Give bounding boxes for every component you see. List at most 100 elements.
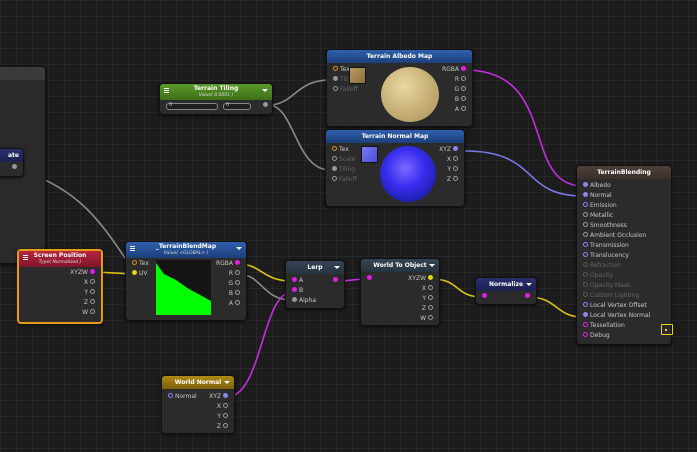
port-dot[interactable] [453, 146, 458, 151]
input-debug[interactable]: Debug [581, 332, 610, 340]
port-dot[interactable] [583, 322, 588, 327]
port-dot[interactable] [583, 192, 588, 197]
port-dot[interactable] [461, 86, 466, 91]
input-ambient-occlusion[interactable]: Ambient Occlusion [581, 232, 646, 240]
output-y[interactable]: Y [217, 413, 230, 421]
port-dot[interactable] [453, 166, 458, 171]
input-tessellation[interactable]: Tessellation [581, 322, 625, 330]
terrain-blend-map-node[interactable]: _TerrainBlendMap Value( <GLOBAL> ) Tex U… [125, 241, 247, 321]
input-alpha[interactable]: Alpha [290, 297, 316, 305]
port-dot[interactable] [482, 293, 487, 298]
output-y[interactable]: Y [447, 166, 460, 174]
port-dot[interactable] [583, 212, 588, 217]
partial-node[interactable]: ate [0, 148, 24, 177]
world-normal-node[interactable]: World Normal Normal XYZ X Y Z [161, 375, 235, 434]
input-local-vertex-normal[interactable]: Local Vertex Normal [581, 312, 650, 320]
input-tex[interactable]: Tex [330, 146, 349, 154]
port-dot[interactable] [583, 242, 588, 247]
texture-swatch[interactable] [349, 67, 366, 84]
port-dot[interactable] [90, 299, 95, 304]
input-falloff[interactable]: Falloff [330, 176, 357, 184]
output-xyz[interactable]: XYZ [439, 146, 460, 154]
chevron-down-icon[interactable] [262, 89, 268, 92]
output-x[interactable]: X [447, 156, 460, 164]
output-x[interactable]: X [217, 403, 230, 411]
texture-swatch[interactable] [361, 146, 378, 163]
input-translucency[interactable]: Translucency [581, 252, 629, 260]
input-metallic[interactable]: Metallic [581, 212, 613, 220]
output-rgba[interactable]: RGBA [216, 260, 242, 268]
output[interactable] [331, 277, 340, 285]
output-a[interactable]: A [229, 300, 242, 308]
input-falloff[interactable]: Falloff [331, 86, 358, 94]
port-dot[interactable] [461, 66, 466, 71]
port-dot[interactable] [583, 272, 588, 277]
port-dot[interactable] [428, 315, 433, 320]
port-dot[interactable] [292, 297, 297, 302]
port-dot[interactable] [583, 232, 588, 237]
port-dot[interactable] [333, 66, 338, 71]
input-transmission[interactable]: Transmission [581, 242, 629, 250]
port-dot[interactable] [583, 222, 588, 227]
output-z[interactable]: Z [422, 305, 435, 313]
port-dot[interactable] [332, 166, 337, 171]
port-dot[interactable] [583, 332, 588, 337]
port-dot[interactable] [367, 275, 372, 280]
terrain-normal-map-node[interactable]: Terrain Normal Map Tex Scale Tiling Fall… [325, 129, 465, 207]
port-dot[interactable] [525, 293, 530, 298]
screen-position-node[interactable]: Screen Position Type( Normalized ) XYZW … [17, 249, 103, 324]
chevron-down-icon[interactable] [526, 283, 532, 286]
chevron-down-icon[interactable] [236, 247, 242, 250]
port-dot[interactable] [453, 176, 458, 181]
menu-icon[interactable] [164, 88, 169, 93]
chevron-down-icon[interactable] [334, 266, 340, 269]
input-refraction[interactable]: Refraction [581, 262, 621, 270]
input-scale[interactable]: Scale [330, 156, 355, 164]
output-r[interactable]: R [229, 270, 242, 278]
menu-icon[interactable] [23, 255, 28, 260]
port-dot[interactable] [132, 270, 137, 275]
port-dot[interactable] [583, 282, 588, 287]
port-dot[interactable] [90, 269, 95, 274]
output-g[interactable]: G [228, 280, 242, 288]
port-dot[interactable] [428, 305, 433, 310]
output[interactable] [523, 293, 532, 301]
port-dot[interactable] [583, 262, 588, 267]
port-dot[interactable] [132, 260, 137, 265]
port-dot[interactable] [583, 182, 588, 187]
input-b[interactable]: B [290, 287, 303, 295]
chevron-down-icon[interactable] [224, 381, 230, 384]
input-normal[interactable]: Normal [581, 192, 612, 200]
input-smoothness[interactable]: Smoothness [581, 222, 627, 230]
output-z[interactable]: Z [447, 176, 460, 184]
output-w[interactable]: W [82, 309, 97, 317]
lerp-node[interactable]: Lerp A B Alpha [285, 260, 345, 309]
port-dot[interactable] [428, 275, 433, 280]
output-port[interactable] [263, 102, 268, 107]
world-to-object-node[interactable]: World To Object XYZW X Y Z W [360, 258, 440, 326]
input-opacity-mask[interactable]: Opacity Mask [581, 282, 630, 290]
port-dot[interactable] [583, 292, 588, 297]
chevron-down-icon[interactable] [429, 264, 435, 267]
output-rgba[interactable]: RGBA [442, 66, 468, 74]
input-emission[interactable]: Emission [581, 202, 617, 210]
port-dot[interactable] [332, 156, 337, 161]
tiling-x-field[interactable]: 0 [166, 102, 218, 110]
input[interactable] [365, 275, 374, 283]
port-dot[interactable] [235, 280, 240, 285]
port-dot[interactable] [223, 393, 228, 398]
port-dot[interactable] [235, 270, 240, 275]
output-z[interactable]: Z [84, 299, 97, 307]
port-dot[interactable] [333, 277, 338, 282]
output-z[interactable]: Z [217, 423, 230, 431]
input[interactable] [480, 293, 489, 301]
input-custom-lighting[interactable]: Custom Lighting [581, 292, 639, 300]
port-dot[interactable] [235, 290, 240, 295]
output-x[interactable]: X [84, 279, 97, 287]
port-dot[interactable] [332, 146, 337, 151]
output-xyz[interactable]: XYZ [209, 393, 230, 401]
port-dot[interactable] [428, 285, 433, 290]
output-r[interactable]: R [455, 76, 468, 84]
output-a[interactable]: A [455, 106, 468, 114]
input-local-vertex-offset[interactable]: Local Vertex Offset [581, 302, 647, 310]
